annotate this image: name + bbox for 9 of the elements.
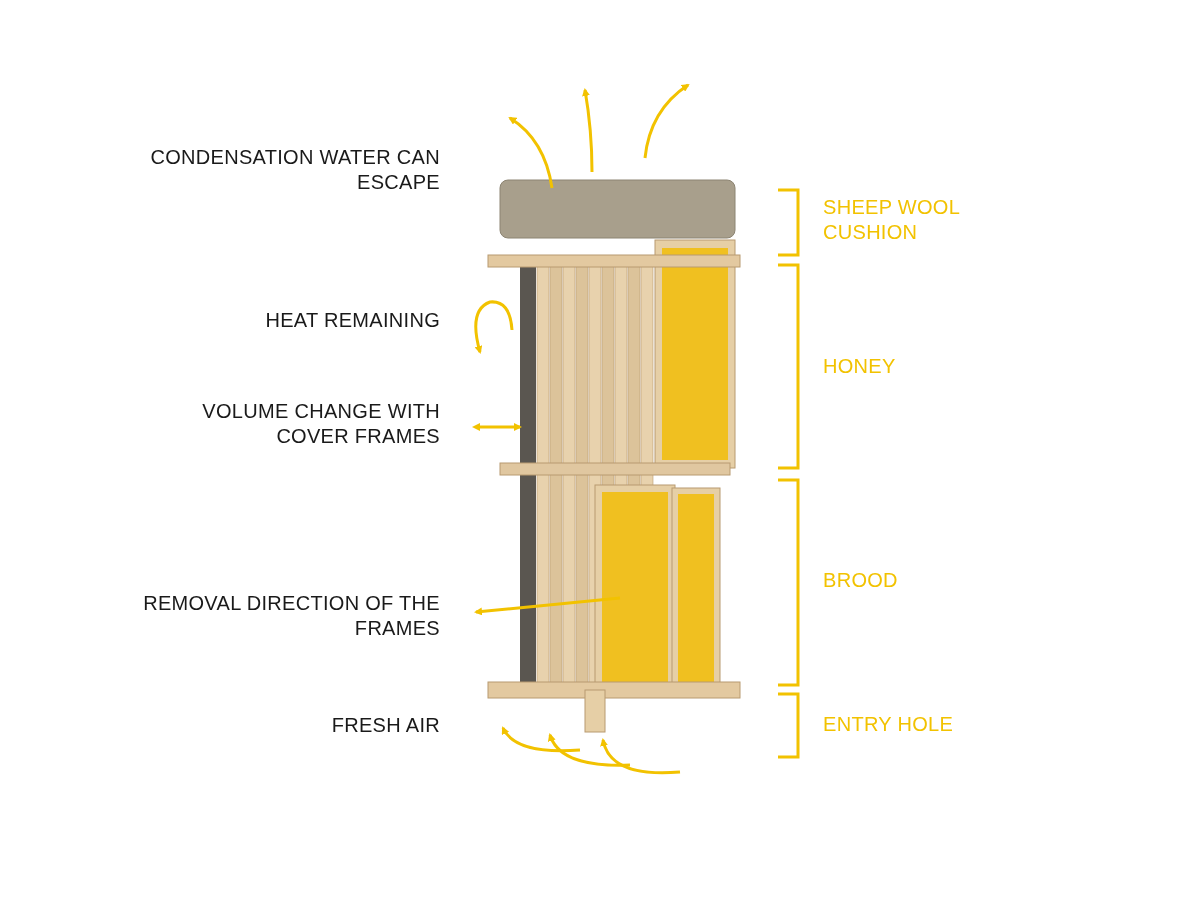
annotation-text: HEAT REMAINING [264,308,440,333]
section-label: BROOD [823,568,899,593]
annotation-text: VOLUME CHANGE WITH COVER FRAMES [201,399,440,449]
section-label: HONEY [823,354,897,379]
annotation-text: REMOVAL DIRECTION OF THE FRAMES [142,591,440,641]
annotation-text: FRESH AIR [330,713,440,738]
section-label: SHEEP WOOL CUSHION [823,195,961,245]
annotation-text: CONDENSATION WATER CAN ESCAPE [149,145,440,195]
section-label: ENTRY HOLE [823,712,955,737]
